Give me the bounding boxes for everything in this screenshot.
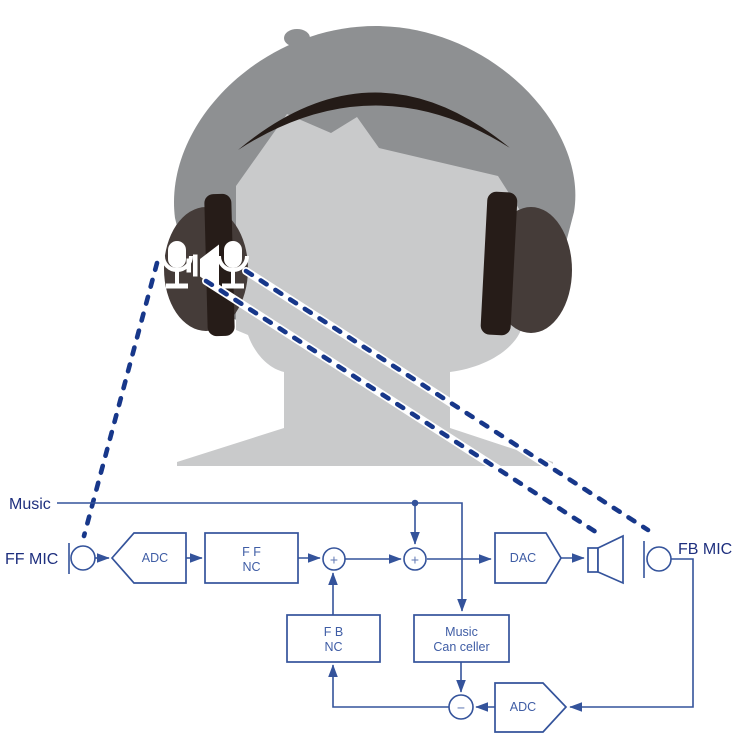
callout-dashes — [203, 278, 602, 537]
subtract-node — [448, 694, 474, 720]
fb-nc-label-line1: F B — [324, 625, 343, 639]
adc-ff-block — [110, 532, 187, 584]
fb-mic-label: FB MIC — [678, 541, 732, 558]
ff-microphone-icon — [161, 241, 193, 289]
fb-mic-symbol — [646, 546, 672, 572]
headband — [238, 92, 510, 150]
mic-capsule — [168, 241, 186, 268]
music-input-wire — [57, 502, 467, 612]
signal-flow-block-diagram: FF MIC Music ADC F F NC + + DAC FB MIC F… — [5, 496, 732, 733]
headphone-person-illustration — [161, 26, 576, 466]
right-ear-strap — [480, 191, 518, 336]
dac-label: DAC — [510, 551, 536, 565]
callout-casing — [242, 267, 652, 534]
adc-fb-label: ADC — [510, 700, 536, 714]
callout-lines — [80, 259, 652, 540]
subtract-minus-sign: − — [457, 700, 465, 716]
mic-capsule — [224, 241, 242, 268]
fb-nc-label-line2: NC — [324, 640, 342, 654]
ff-mic-callout-line — [80, 259, 161, 540]
left-ear-strap — [204, 193, 235, 337]
speaker-callout-line — [202, 277, 603, 538]
music-junction-dot — [411, 499, 419, 507]
sum1-node — [322, 547, 346, 571]
ff-mic-symbol — [70, 545, 96, 571]
sum2-node — [403, 547, 427, 571]
mic-holder — [217, 255, 249, 272]
music-label: Music — [9, 496, 51, 513]
speaker-cone — [597, 534, 624, 585]
callout-dashes — [81, 260, 160, 539]
face-and-shoulders — [177, 114, 553, 466]
speaker-bar — [186, 258, 191, 273]
sum1-plus-sign: + — [330, 552, 338, 568]
adc-ff-label: ADC — [142, 551, 168, 565]
speaker-bar — [193, 254, 198, 277]
sum2-plus-sign: + — [411, 552, 419, 568]
music-canceller-label-line1: Music — [445, 625, 478, 639]
ff-nc-block — [204, 532, 299, 584]
fb-microphone-icon — [217, 241, 249, 289]
speaker-driver — [587, 547, 599, 573]
subtract-to-fbnc-wire — [328, 664, 449, 708]
adc-fb-block — [494, 682, 568, 733]
dac-block — [494, 532, 562, 584]
speaker-symbol — [587, 534, 624, 585]
ff-nc-label-line1: F F — [242, 545, 261, 559]
fb-mic-callout-line — [242, 267, 652, 534]
ff-nc-label-line2: NC — [242, 560, 260, 574]
music-canceller-block — [413, 614, 510, 663]
fb-nc-block — [286, 614, 381, 663]
hair-tuft — [284, 29, 310, 47]
fbmic-feedback-wire — [569, 558, 694, 712]
ff-mic-label: FF MIC — [5, 551, 58, 568]
music-canceller-label-line2: Can celler — [433, 640, 489, 654]
